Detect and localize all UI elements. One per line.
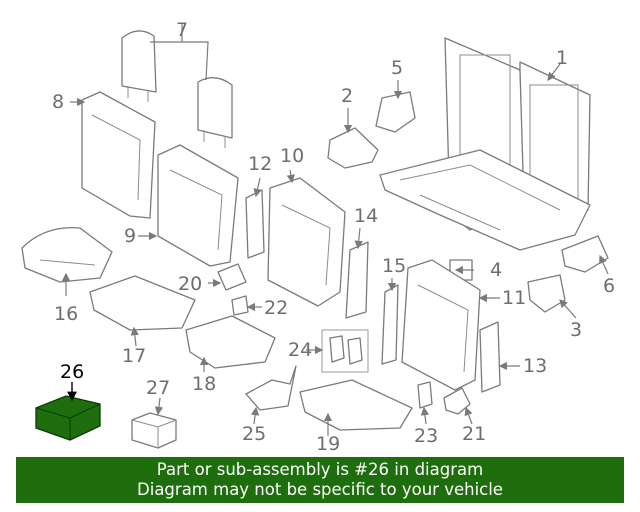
callout-17: 17	[122, 345, 146, 367]
parts-diagram: 1 2 3 4 5 6 7 8 9 10 11 12 13 14 15 16 1…	[21, 19, 615, 455]
callout-18: 18	[192, 373, 216, 395]
callout-13: 13	[523, 355, 547, 377]
callout-27: 27	[146, 377, 170, 399]
part-26-module-highlighted	[35, 395, 101, 441]
part-14-trim	[345, 241, 369, 319]
leader-lines	[61, 24, 609, 436]
part-13-trim	[479, 321, 501, 393]
callout-6: 6	[603, 275, 615, 297]
part-22-clip	[231, 295, 249, 316]
part-7-headrests	[121, 30, 233, 148]
callout-3: 3	[570, 319, 582, 341]
part-2-bracket	[327, 127, 379, 169]
callout-9: 9	[124, 225, 136, 247]
part-6-bracket	[561, 235, 609, 273]
part-12-trim	[245, 189, 265, 259]
notice-line-2: Diagram may not be specific to your vehi…	[137, 480, 503, 499]
callout-7: 7	[176, 19, 188, 41]
notice-line-1: Part or sub-assembly is #26 in diagram	[156, 460, 484, 479]
callout-10: 10	[280, 145, 304, 167]
callout-12: 12	[248, 153, 272, 175]
callout-24: 24	[288, 339, 312, 361]
callout-21: 21	[462, 423, 486, 445]
callout-2: 2	[341, 85, 353, 107]
part-10-seatback	[267, 177, 346, 307]
callout-15: 15	[382, 255, 406, 277]
part-17-cushion	[89, 275, 196, 331]
callout-25: 25	[242, 423, 266, 445]
part-18-cushion	[185, 315, 276, 369]
notice-banner: Part or sub-assembly is #26 in diagram D…	[16, 457, 624, 503]
part-25-tray	[245, 365, 297, 411]
part-1-seat-frame	[379, 37, 591, 251]
part-21-cover	[443, 387, 471, 415]
part-19-cushion	[299, 379, 413, 431]
callout-11: 11	[502, 287, 526, 309]
callout-22: 22	[264, 297, 288, 319]
part-5-bracket	[375, 91, 416, 133]
part-24-clips	[321, 329, 369, 373]
part-11-seatback	[401, 259, 481, 391]
callout-5: 5	[391, 57, 403, 79]
part-20-bracket	[217, 263, 247, 291]
part-9-seatback	[157, 144, 239, 267]
callout-14: 14	[354, 205, 378, 227]
callout-4: 4	[490, 259, 502, 281]
callout-1: 1	[556, 47, 568, 69]
callout-23: 23	[414, 425, 438, 447]
callout-20: 20	[178, 273, 202, 295]
callout-16: 16	[54, 303, 78, 325]
callout-19: 19	[316, 433, 340, 455]
part-16-cushion	[21, 227, 113, 283]
callout-26: 26	[60, 361, 84, 383]
part-3-bracket	[527, 274, 566, 313]
part-15-trim	[381, 284, 399, 365]
part-8-seatback	[81, 91, 156, 219]
callout-8: 8	[52, 91, 64, 113]
part-27-module	[131, 412, 177, 449]
part-23-clip	[417, 381, 433, 409]
